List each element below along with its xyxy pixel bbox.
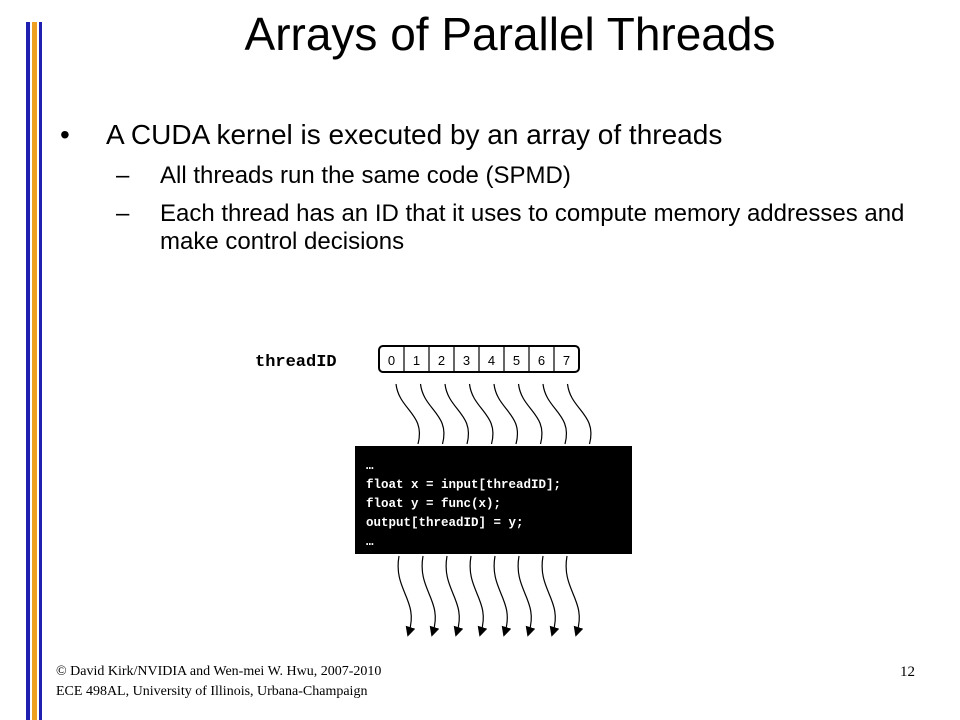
thread-id: 5	[513, 353, 520, 368]
page-number: 12	[900, 664, 915, 680]
thread-wires	[395, 383, 592, 637]
thread-id: 6	[538, 353, 545, 368]
kernel-code-box	[355, 446, 632, 554]
dash-marker: –	[116, 200, 130, 227]
thread-wire-in	[395, 383, 421, 445]
sub-bullet-item: – All threads run the same code (SPMD)	[60, 162, 940, 190]
thread-wire-out	[445, 555, 464, 637]
slide-title: Arrays of Parallel Threads	[244, 8, 776, 60]
thread-wire-out	[517, 555, 536, 637]
code-line: …	[366, 459, 374, 473]
thread-wire-out	[421, 555, 440, 637]
thread-wire-out	[565, 555, 584, 637]
thread-wire-in	[444, 383, 470, 445]
thread-cells: 0 1 2 3 4 5 6 7	[388, 346, 570, 372]
thread-wire-out	[469, 555, 488, 637]
code-line: …	[366, 535, 374, 549]
thread-wire-in	[566, 383, 592, 445]
footer-copyright: © David Kirk/NVIDIA and Wen-mei W. Hwu, …	[56, 664, 382, 679]
thread-id-label: threadID	[255, 353, 337, 372]
thread-wire-in	[542, 383, 568, 445]
thread-wire-in	[517, 383, 543, 445]
bullet-list: • A CUDA kernel is executed by an array …	[60, 118, 940, 256]
thread-wire-in	[468, 383, 494, 445]
code-line: float x = input[threadID];	[366, 478, 561, 492]
code-line: output[threadID] = y;	[366, 516, 524, 530]
thread-id: 7	[563, 353, 570, 368]
bullet-item: • A CUDA kernel is executed by an array …	[60, 118, 940, 152]
thread-wire-out	[397, 555, 416, 637]
thread-id: 1	[413, 353, 420, 368]
kernel-code: … float x = input[threadID]; float y = fun…	[366, 459, 561, 549]
sub-bullet-text: All threads run the same code (SPMD)	[160, 162, 571, 189]
sub-bullet-item: – Each thread has an ID that it uses to …	[60, 200, 940, 256]
thread-id: 2	[438, 353, 445, 368]
left-accent-bar-orange	[32, 22, 37, 720]
sub-bullet-text: Each thread has an ID that it uses to co…	[160, 200, 905, 255]
thread-wire-out	[493, 555, 512, 637]
thread-id: 3	[463, 353, 470, 368]
thread-wire-in	[493, 383, 519, 445]
footer: © David Kirk/NVIDIA and Wen-mei W. Hwu, …	[56, 662, 381, 702]
thread-wire-in	[419, 383, 445, 445]
thread-id: 4	[488, 353, 495, 368]
bullet-marker: •	[60, 119, 70, 150]
code-line: float y = func(x);	[366, 497, 501, 511]
dash-marker: –	[116, 162, 130, 189]
bullet-text: A CUDA kernel is executed by an array of…	[106, 119, 723, 150]
thread-id: 0	[388, 353, 395, 368]
thread-wire-out	[541, 555, 560, 637]
left-accent-bar-blue	[26, 22, 30, 720]
footer-course: ECE 498AL, University of Illinois, Urban…	[56, 684, 368, 699]
left-accent-bar-blue-2	[39, 22, 42, 720]
